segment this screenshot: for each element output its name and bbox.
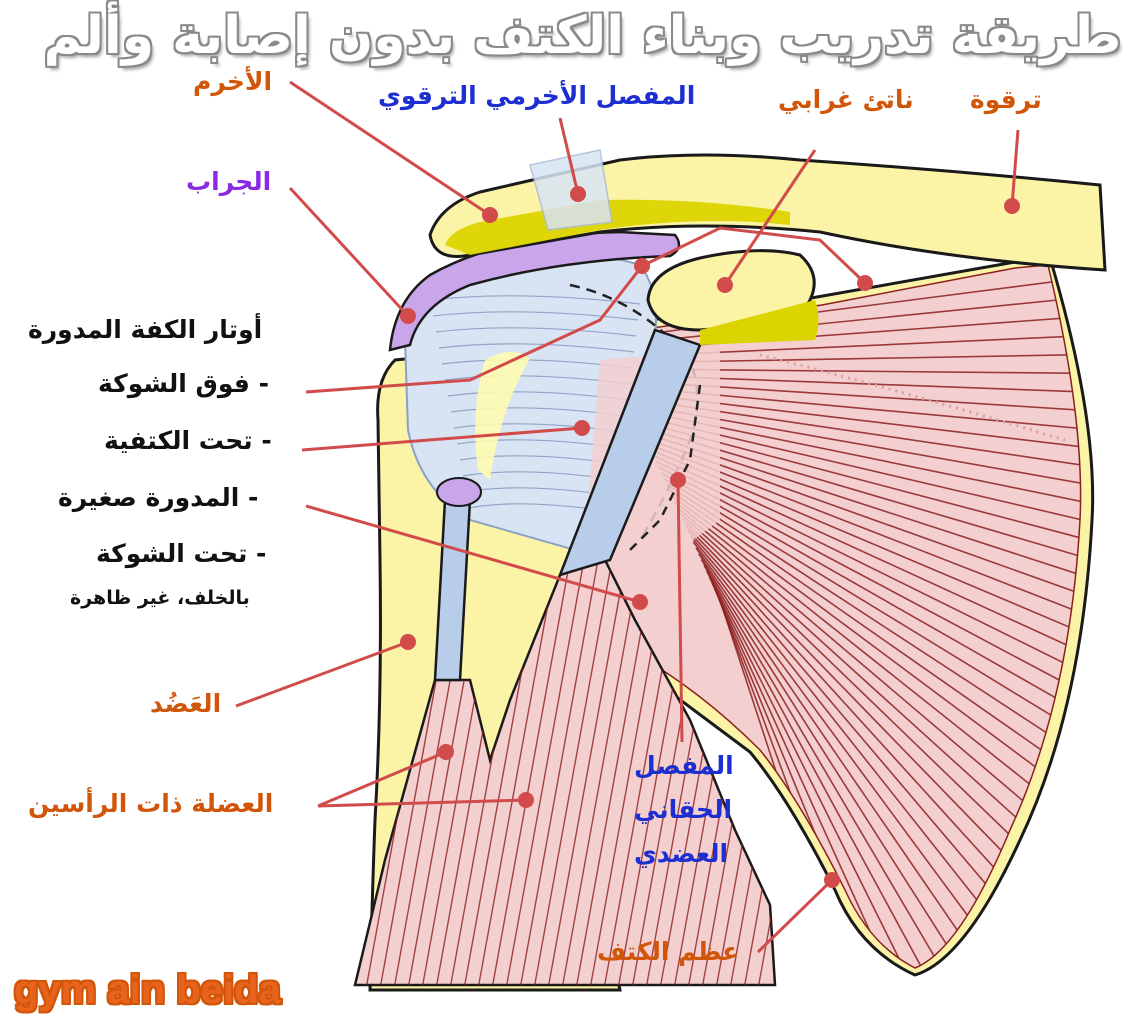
leader-dot-bursa: [400, 308, 416, 324]
leader-dot-glenohumeral: [670, 472, 686, 488]
label-clavicle: ترقوة: [970, 86, 1042, 115]
leader-dot-coracoid: [717, 277, 733, 293]
label-teres-minor: - المدورة صغيرة: [58, 484, 258, 513]
label-glenohumeral-line2: الحقاني: [634, 796, 732, 825]
label-rotator-cuff-heading: أوتار الكفة المدورة: [28, 316, 262, 345]
label-coracoid: ناتئ غرابي: [778, 86, 914, 115]
label-biceps: العضلة ذات الرأسين: [28, 790, 273, 819]
leader-dot-ac-joint: [570, 186, 586, 202]
leader-dot-teres-minor: [632, 594, 648, 610]
label-subscapularis: - تحت الكتفية: [104, 427, 272, 456]
leader-dot-supraspinatus-b: [857, 275, 873, 291]
label-supraspinatus: - فوق الشوكة: [98, 370, 269, 399]
label-infraspinatus-note: بالخلف، غير ظاهرة: [70, 588, 250, 610]
page-title: طريقة تدريب وبناء الكتف بدون إصابة وألم: [40, 6, 1125, 66]
leader-line-bursa: [290, 188, 408, 316]
label-glenohumeral-line1: المفصل: [634, 752, 734, 781]
label-ac-joint: المفصل الأخرمي الترقوي: [378, 82, 695, 111]
leader-dot-acromion: [482, 207, 498, 223]
leader-dot-scapula: [824, 872, 840, 888]
watermark-text: gym ain beida: [14, 968, 281, 1013]
leader-dot-humerus: [400, 634, 416, 650]
label-humerus: العَضُد: [150, 690, 221, 719]
label-infraspinatus: - تحت الشوكة: [96, 540, 266, 569]
label-scapula: عظم الكتف: [597, 938, 739, 967]
leader-dot-biceps-a: [438, 744, 454, 760]
label-acromion: الأخرم: [193, 68, 272, 97]
leader-dot-biceps-b: [518, 792, 534, 808]
leader-dot-clavicle: [1004, 198, 1020, 214]
label-glenohumeral-line3: العضدي: [634, 840, 728, 869]
tendon-bursa-knob: [437, 478, 481, 506]
leader-dot-subscapularis: [574, 420, 590, 436]
label-bursa: الجراب: [186, 168, 271, 197]
